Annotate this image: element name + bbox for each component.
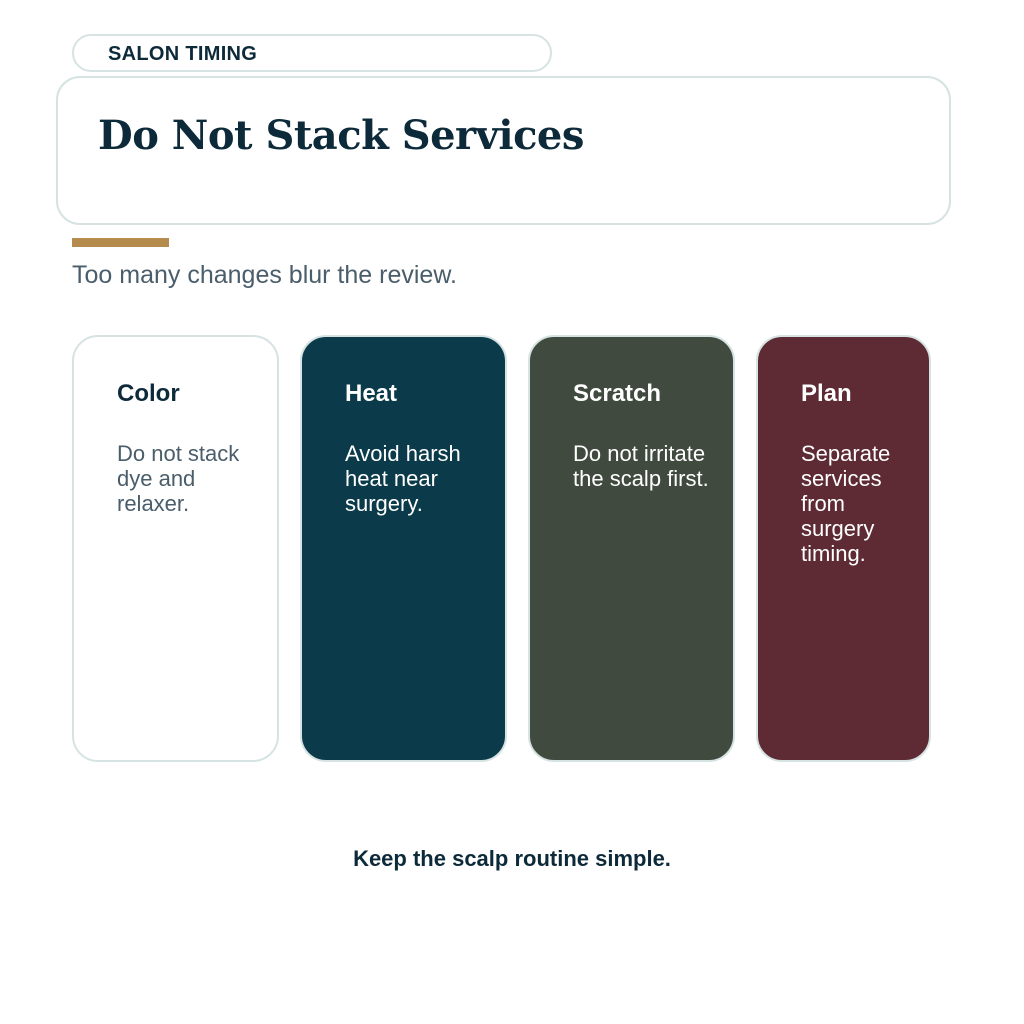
card-title: Scratch — [573, 380, 662, 407]
card-body: Avoid harsh heat near surgery. — [345, 441, 461, 516]
card-body: Separate services from surgery timing. — [801, 441, 891, 566]
card-title: Plan — [801, 380, 852, 407]
card-body: Do not stack dye and relaxer. — [117, 441, 240, 516]
card-scratch: Scratch Do not irritate the scalp first. — [528, 335, 735, 762]
page-subtitle: Too many changes blur the review. — [72, 261, 457, 289]
footer-note: Keep the scalp routine simple. — [353, 846, 671, 871]
title-card: Do Not Stack Services — [56, 76, 951, 225]
card-plan: Plan Separate services from surgery timi… — [756, 335, 931, 762]
accent-bar — [72, 238, 169, 247]
eyebrow-pill: SALON TIMING — [72, 34, 552, 72]
eyebrow-label: SALON TIMING — [108, 43, 258, 65]
page-title: Do Not Stack Services — [98, 112, 584, 159]
card-body: Do not irritate the scalp first. — [573, 441, 709, 491]
card-title: Color — [117, 380, 180, 407]
card-heat: Heat Avoid harsh heat near surgery. — [300, 335, 507, 762]
card-title: Heat — [345, 380, 398, 407]
card-color: Color Do not stack dye and relaxer. — [72, 335, 279, 762]
